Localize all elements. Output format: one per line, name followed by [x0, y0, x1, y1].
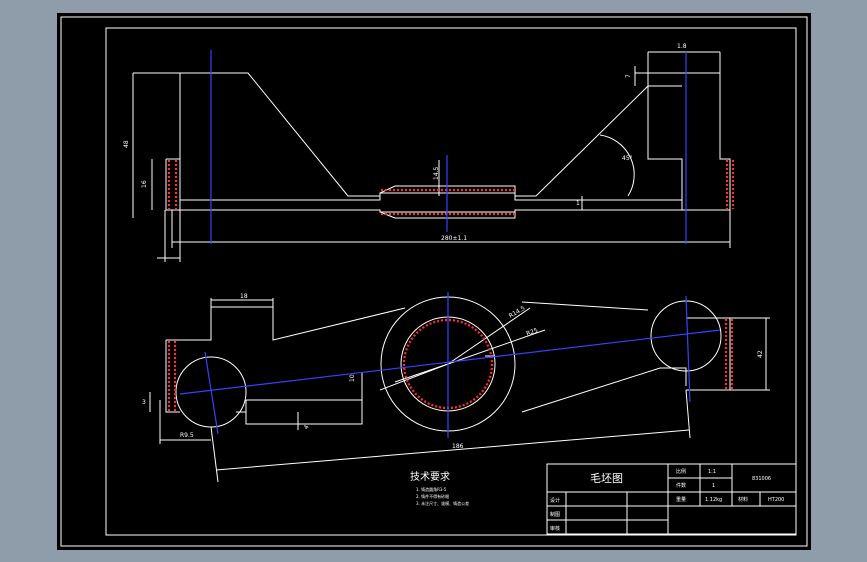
notes-line-3: 3. 未注尺寸、拔模、铸造公差 — [416, 500, 469, 506]
dim-angle: 45° — [622, 155, 633, 162]
row-check: 审核 — [550, 525, 560, 532]
dim-hub-height: 14.5 — [433, 166, 440, 180]
value-material: HT200 — [768, 497, 784, 503]
dim-bottom-step: 1 — [576, 200, 580, 207]
outer-border — [60, 16, 808, 547]
value-scale: 1:1 — [708, 469, 716, 475]
dim-mid-height: 10 — [349, 374, 356, 382]
label-scale: 比例 — [676, 468, 686, 475]
top-view-right-support — [515, 72, 731, 211]
dim-boss-top: 18 — [240, 293, 248, 300]
label-material: 材料 — [738, 496, 748, 503]
dim-left-height: 48 — [123, 140, 130, 148]
top-view-hatching — [167, 160, 735, 216]
front-view-outline — [166, 306, 406, 341]
title-block-title: 毛坯图 — [590, 472, 623, 485]
label-qty: 件数 — [676, 482, 686, 489]
notes-title: 技术要求 — [410, 470, 450, 483]
dim-right-step: 7 — [625, 74, 632, 78]
dim-inner-radius: R25 — [525, 327, 539, 338]
notes-line-1: 1. 铸造圆角R3-5 — [416, 486, 447, 492]
value-weight: 1.12kg — [705, 497, 722, 503]
inner-border — [105, 27, 797, 536]
title-block — [546, 463, 797, 535]
row-design: 设计 — [550, 497, 560, 504]
row-draw: 制图 — [550, 511, 560, 518]
top-view-base — [179, 192, 683, 213]
dim-left-flange: 16 — [141, 180, 148, 188]
drawing-number: 831006 — [752, 476, 771, 482]
top-view-centerlines — [210, 50, 687, 244]
dim-right-height: 42 — [757, 350, 764, 358]
label-weight: 重量 — [676, 496, 686, 503]
dim-left-radius: R9.5 — [180, 432, 194, 439]
dim-total-length: 280±1.1 — [441, 235, 467, 242]
drawing-sheet — [57, 13, 811, 550]
technical-notes: 技术要求 1. 铸造圆角R3-5 2. 铸件不得有砂眼 3. 未注尺寸、拔模、铸… — [410, 470, 469, 506]
dim-center-distance: 186 — [452, 443, 464, 450]
notes-line-2: 2. 铸件不得有砂眼 — [416, 493, 449, 499]
dim-rib-depth: 4 — [303, 424, 311, 431]
dim-right-width: 1.8 — [677, 43, 687, 50]
front-view-centerlines — [179, 292, 721, 438]
value-qty: 1 — [712, 483, 715, 489]
dim-left-small: 3 — [142, 399, 146, 406]
